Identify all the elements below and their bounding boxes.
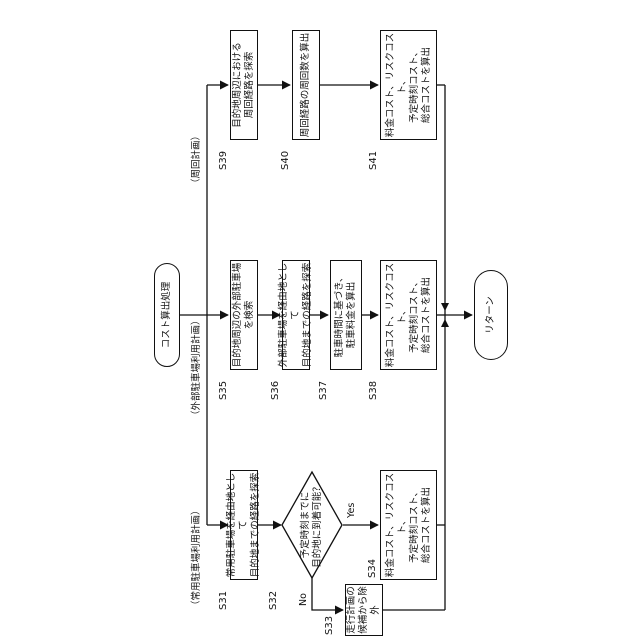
step-id-s32: S32 xyxy=(268,591,279,610)
step-s34-box: 料金コスト、リスクコスト、 予定時刻コスト、 総合コストを算出 xyxy=(380,470,437,580)
branch-label-external: （外部駐車場利用計画） xyxy=(188,315,202,420)
branch-label-regular: （常用駐車場利用計画） xyxy=(188,505,202,610)
step-s33-box: 走行計画の 候補から除外 xyxy=(345,584,383,636)
step-id-s38: S38 xyxy=(368,381,379,400)
step-s40-box: 周回経路の周回数を算出 xyxy=(292,30,320,140)
step-id-s40: S40 xyxy=(280,151,291,170)
step-id-s39: S39 xyxy=(218,151,229,170)
merge-arrow-right xyxy=(441,303,449,311)
start-terminal: コスト算出処理 xyxy=(154,263,180,367)
decision-yes-label: Yes xyxy=(346,503,357,518)
step-s38-box: 料金コスト、リスクコスト、 予定時刻コスト、 総合コストを算出 xyxy=(380,260,437,370)
step-s31-box: 常用駐車場を経由地として 目的地までの経路を探索 xyxy=(230,470,258,580)
step-s37-box: 駐車時間に基づき、 駐車料金を算出 xyxy=(330,260,362,370)
branch-label-circuit: （周回計画） xyxy=(188,131,202,188)
merge-arrow-left xyxy=(441,319,449,327)
step-s39-box: 目的地周辺における 周回経路を探索 xyxy=(230,30,258,140)
step-id-s36: S36 xyxy=(270,381,281,400)
decision-no-label: No xyxy=(298,593,309,606)
step-id-s31: S31 xyxy=(218,591,229,610)
step-id-s41: S41 xyxy=(368,151,379,170)
step-s41-box: 料金コスト、リスクコスト、 予定時刻コスト、 総合コストを算出 xyxy=(380,30,437,140)
end-terminal: リターン xyxy=(474,270,508,360)
line-s32-to-s33-no xyxy=(312,578,343,610)
step-id-s37: S37 xyxy=(318,381,329,400)
step-id-s34: S34 xyxy=(367,559,378,578)
step-id-s33: S33 xyxy=(324,616,335,635)
step-id-s35: S35 xyxy=(218,381,229,400)
step-s35-box: 目的地周辺の外部駐車場 を検索 xyxy=(230,260,258,370)
step-s36-box: 外部駐車場を経由地として 目的地までの経路を探索 xyxy=(282,260,310,370)
step-s32-text: 予定時刻までに 目的地に到着可能？ xyxy=(296,472,328,578)
